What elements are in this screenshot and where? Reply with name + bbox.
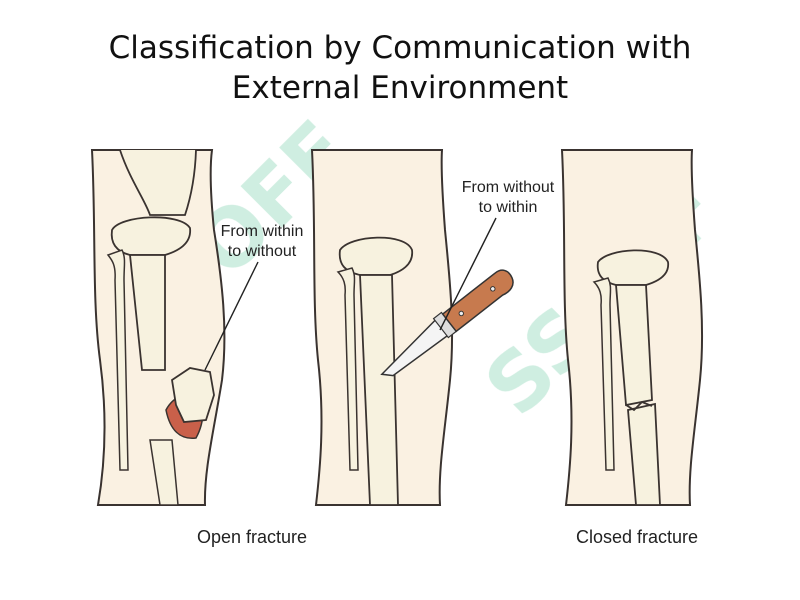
pointer-line <box>439 217 497 331</box>
tibia-shaft <box>129 254 166 371</box>
tibia-upper <box>615 284 653 407</box>
closed-fracture-caption: Closed fracture <box>576 527 698 547</box>
fracture-line <box>625 400 653 412</box>
knife-handle <box>441 269 514 333</box>
tibia-shaft <box>359 274 399 506</box>
open-fracture-caption: Open fracture <box>197 527 307 547</box>
open-annotation-line-1: From within <box>221 223 304 240</box>
knife-panel: From without to within <box>310 149 555 506</box>
tibia-head <box>338 236 413 276</box>
title-line-1: Classification by Communication with <box>108 30 692 66</box>
title-line-2: External Environment <box>231 70 569 106</box>
page-title: Classification by Communication with Ext… <box>0 28 800 108</box>
rivet <box>458 310 464 317</box>
pointer-line <box>204 261 259 371</box>
open-fracture-panel: From within to without Open fracture <box>90 149 307 547</box>
tibia-lower <box>627 402 661 506</box>
closed-fracture-panel: Closed fracture <box>560 149 704 547</box>
knife-annotation-line-1: From without <box>462 179 555 196</box>
rivet <box>490 286 496 292</box>
knife-annotation-line-2: to within <box>479 199 538 216</box>
fibula <box>592 277 615 471</box>
open-annotation-line-2: to without <box>228 243 297 260</box>
femur <box>119 149 197 216</box>
fibula <box>336 267 359 471</box>
lower-tibia <box>149 439 179 506</box>
tibia-head <box>110 216 191 256</box>
protruding-bone <box>171 367 215 423</box>
knife <box>380 269 514 377</box>
fibula <box>106 249 129 471</box>
